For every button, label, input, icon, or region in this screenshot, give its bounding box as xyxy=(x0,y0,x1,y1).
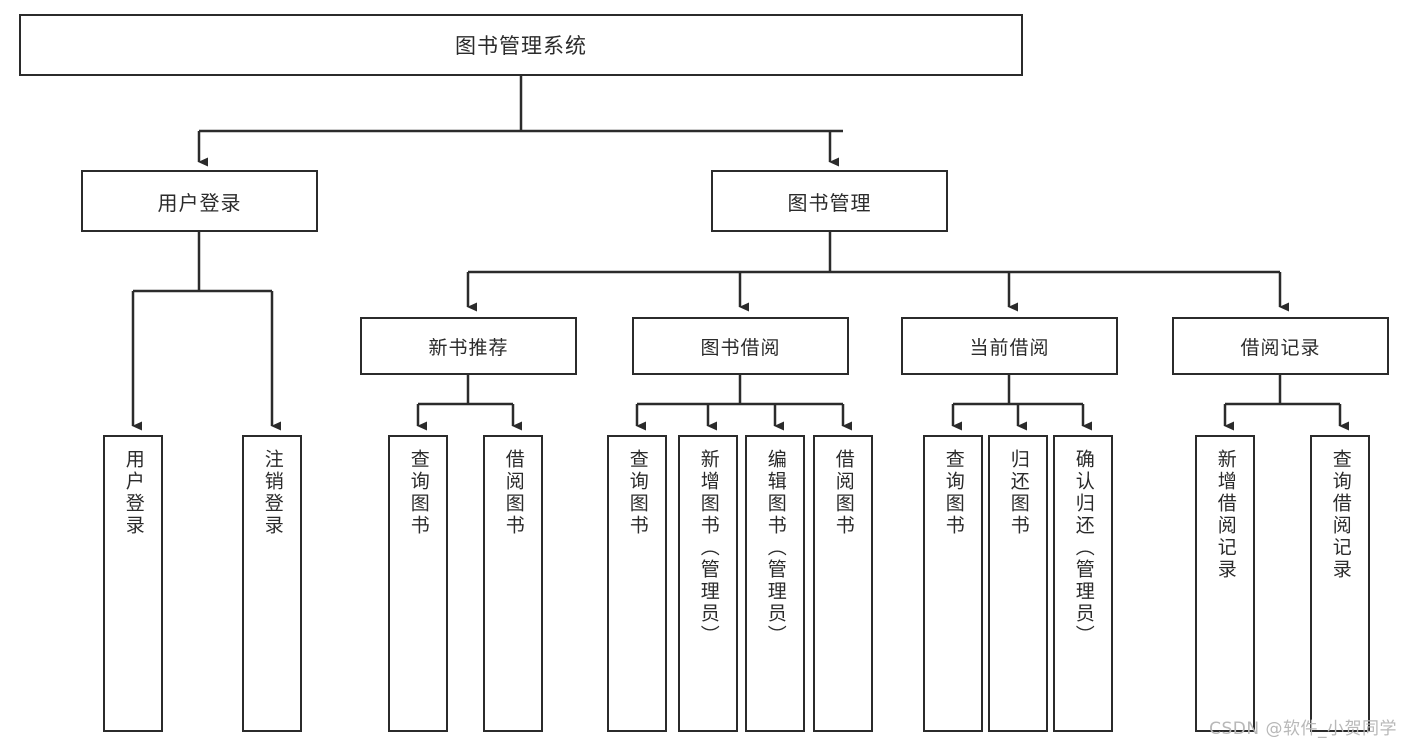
node-borrow-records[interactable]: 借阅记录 xyxy=(1172,317,1389,375)
leaf-label: 编辑图书（管理员） xyxy=(764,449,787,647)
node-borrow-records-label: 借阅记录 xyxy=(1240,336,1321,359)
leaf-label: 用户登录 xyxy=(122,449,145,537)
leaf-label: 查询图书 xyxy=(942,449,965,537)
leaf-label: 归还图书 xyxy=(1007,449,1030,537)
node-user-login-label: 用户登录 xyxy=(157,190,242,215)
leaf-label: 查询图书 xyxy=(407,449,430,537)
csdn-watermark: CSDN @软件_小贺同学 xyxy=(1209,719,1397,739)
leaf-label: 新增借阅记录 xyxy=(1214,449,1237,581)
node-current-borrow-label: 当前借阅 xyxy=(969,336,1050,359)
leaf-label: 查询借阅记录 xyxy=(1329,449,1352,581)
node-book-borrow[interactable]: 图书借阅 xyxy=(632,317,849,375)
leaf-current-borrow-query-book[interactable]: 查询图书 xyxy=(923,435,983,732)
node-book-management-label: 图书管理 xyxy=(787,190,872,215)
leaf-user-login-logout[interactable]: 注销登录 xyxy=(242,435,302,732)
leaf-new-book-query-book[interactable]: 查询图书 xyxy=(388,435,448,732)
leaf-label: 查询图书 xyxy=(626,449,649,537)
leaf-label: 新增图书（管理员） xyxy=(697,449,720,647)
node-user-login[interactable]: 用户登录 xyxy=(81,170,318,232)
leaf-book-borrow-query-book[interactable]: 查询图书 xyxy=(607,435,667,732)
node-new-book-recommend-label: 新书推荐 xyxy=(428,336,509,359)
leaf-borrow-records-query-record[interactable]: 查询借阅记录 xyxy=(1310,435,1370,732)
leaf-current-borrow-return-book[interactable]: 归还图书 xyxy=(988,435,1048,732)
node-new-book-recommend[interactable]: 新书推荐 xyxy=(360,317,577,375)
leaf-label: 确认归还（管理员） xyxy=(1072,449,1095,647)
node-book-management[interactable]: 图书管理 xyxy=(711,170,948,232)
leaf-user-login-login[interactable]: 用户登录 xyxy=(103,435,163,732)
node-root-label: 图书管理系统 xyxy=(455,34,587,58)
node-root-book-management-system[interactable]: 图书管理系统 xyxy=(19,14,1023,76)
leaf-book-borrow-add-book-admin[interactable]: 新增图书（管理员） xyxy=(678,435,738,732)
leaf-label: 借阅图书 xyxy=(502,449,525,537)
node-book-borrow-label: 图书借阅 xyxy=(700,336,781,359)
leaf-book-borrow-borrow-book[interactable]: 借阅图书 xyxy=(813,435,873,732)
leaf-borrow-records-add-record[interactable]: 新增借阅记录 xyxy=(1195,435,1255,732)
leaf-current-borrow-confirm-return-admin[interactable]: 确认归还（管理员） xyxy=(1053,435,1113,732)
leaf-new-book-borrow-book[interactable]: 借阅图书 xyxy=(483,435,543,732)
leaf-book-borrow-edit-book-admin[interactable]: 编辑图书（管理员） xyxy=(745,435,805,732)
leaf-label: 借阅图书 xyxy=(832,449,855,537)
node-current-borrow[interactable]: 当前借阅 xyxy=(901,317,1118,375)
leaf-label: 注销登录 xyxy=(261,449,284,537)
